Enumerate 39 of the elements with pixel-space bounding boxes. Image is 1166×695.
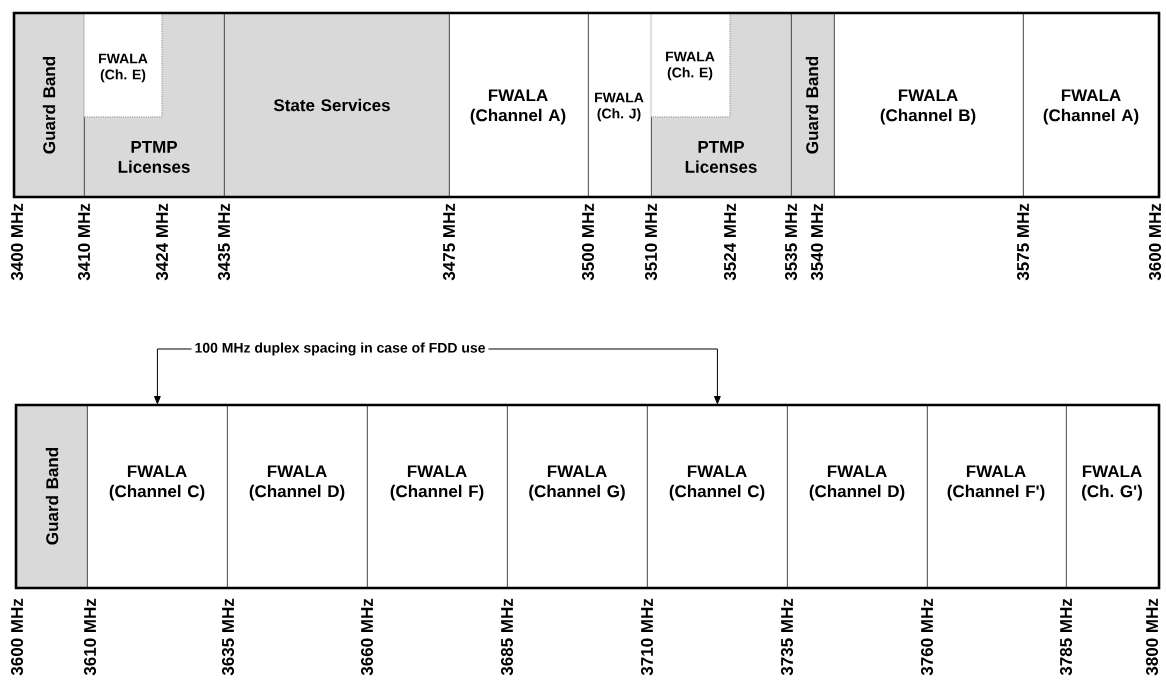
frequency-label: 3510 MHz xyxy=(645,203,658,281)
frequency-label: 3660 MHz xyxy=(361,598,374,676)
band-segment: FWALA (Ch. J) xyxy=(588,13,652,198)
band-segment: FWALA (Channel D) xyxy=(227,405,368,589)
band-segment: FWALA (Channel B) xyxy=(834,13,1024,198)
frequency-label: 3410 MHz xyxy=(78,203,91,281)
frequency-label: 3475 MHz xyxy=(443,203,456,281)
band-segment: FWALA (Channel C) xyxy=(87,405,228,589)
guard-band-segment: Guard Band xyxy=(14,13,85,198)
sub-band-segment: FWALA (Ch. E) xyxy=(83,12,163,118)
frequency-label: 3735 MHz xyxy=(781,598,794,676)
band-segment: FWALA (Channel A) xyxy=(1023,13,1160,198)
band-segment: FWALA (Channel C) xyxy=(647,405,788,589)
frequency-label: 3524 MHz xyxy=(724,203,737,281)
frequency-label: 3785 MHz xyxy=(1059,598,1073,676)
guard-band-segment: Guard Band xyxy=(791,13,835,198)
frequency-label: 3535 MHz xyxy=(785,203,798,281)
band-segment: State Services xyxy=(224,13,450,198)
frequency-label: 3500 MHz xyxy=(582,203,595,281)
frequency-label: 3400 MHz xyxy=(11,203,24,281)
edge-label: 100 MHz duplex spacing in case of FDD use xyxy=(191,339,489,359)
node-label: FWALA (Ch. E) xyxy=(666,51,715,81)
frequency-label: 3760 MHz xyxy=(921,598,934,676)
frequency-label: 3575 MHz xyxy=(1016,203,1030,281)
guard-band-segment: Guard Band xyxy=(16,405,88,589)
frequency-label: 3635 MHz xyxy=(222,598,235,676)
band-segment: FWALA (Channel F) xyxy=(367,405,508,589)
frequency-label: 3600 MHz xyxy=(11,598,24,676)
band-segment: FWALA (Channel D) xyxy=(787,405,928,589)
frequency-label: 3435 MHz xyxy=(218,203,231,281)
sub-band-segment: FWALA (Ch. E) xyxy=(650,12,731,118)
band-segment: FWALA (Channel G) xyxy=(507,405,648,589)
frequency-label: 3540 MHz xyxy=(811,203,824,281)
frequency-label: 3685 MHz xyxy=(501,598,514,676)
band-segment: FWALA (Channel F') xyxy=(927,405,1067,589)
band-segment: FWALA (Ch. G') xyxy=(1066,405,1160,589)
frequency-label: 3710 MHz xyxy=(641,598,654,676)
frequency-label: 3424 MHz xyxy=(156,203,169,281)
frequency-label: 3610 MHz xyxy=(84,598,97,676)
